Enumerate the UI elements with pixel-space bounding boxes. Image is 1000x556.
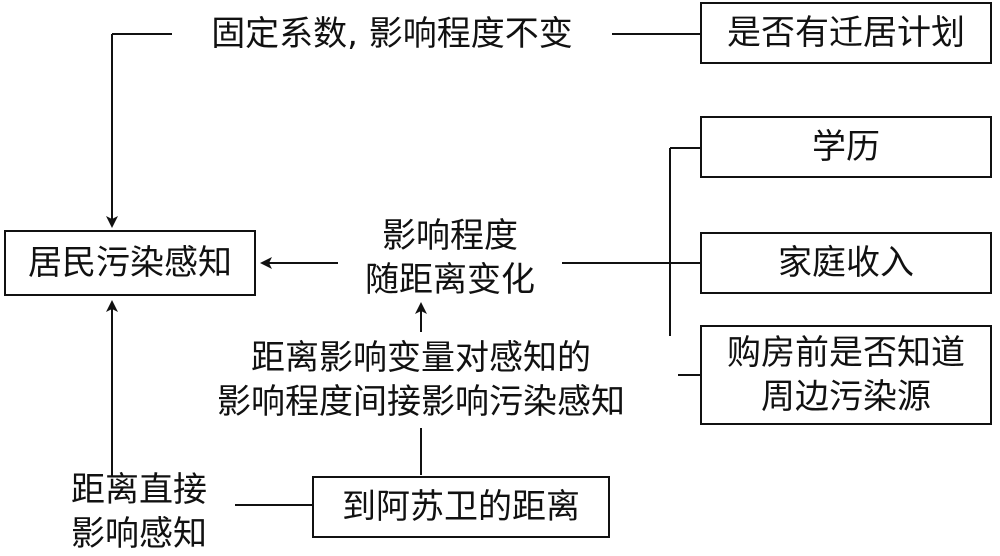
label-direct-influence: 距离直接 影响感知 [44,468,234,556]
node-migration-plan-text: 是否有迁居计划 [727,13,965,53]
label-indirect-influence: 距离影响变量对感知的 影响程度间接影响污染感知 [164,336,678,424]
label-varying-with-distance: 影响程度 随距离变化 [338,214,562,302]
label-indirect-line2: 影响程度间接影响污染感知 [217,382,625,422]
node-income-text: 家庭收入 [778,243,914,283]
label-varying-line2: 随距离变化 [365,260,535,300]
label-direct-line2: 影响感知 [71,514,207,554]
node-income: 家庭收入 [700,232,992,294]
label-direct-line1: 距离直接 [71,470,207,510]
node-distance-text: 到阿苏卫的距离 [342,487,580,527]
label-fixed-coefficient: 固定系数, 影响程度不变 [176,12,608,56]
label-fixed-coefficient-text: 固定系数, 影响程度不变 [211,14,573,54]
node-pollution-source: 购房前是否知道 周边污染源 [700,325,992,425]
node-pollution-source-line1: 购房前是否知道 [727,333,965,373]
node-education-text: 学历 [812,127,880,167]
label-indirect-line1: 距离影响变量对感知的 [251,338,591,378]
node-education: 学历 [700,116,992,178]
node-pollution-source-line2: 周边污染源 [761,377,931,417]
label-varying-line1: 影响程度 [382,216,518,256]
node-perception: 居民污染感知 [4,230,256,296]
node-perception-text: 居民污染感知 [28,243,232,283]
node-distance: 到阿苏卫的距离 [312,476,610,538]
node-migration-plan: 是否有迁居计划 [700,2,992,64]
